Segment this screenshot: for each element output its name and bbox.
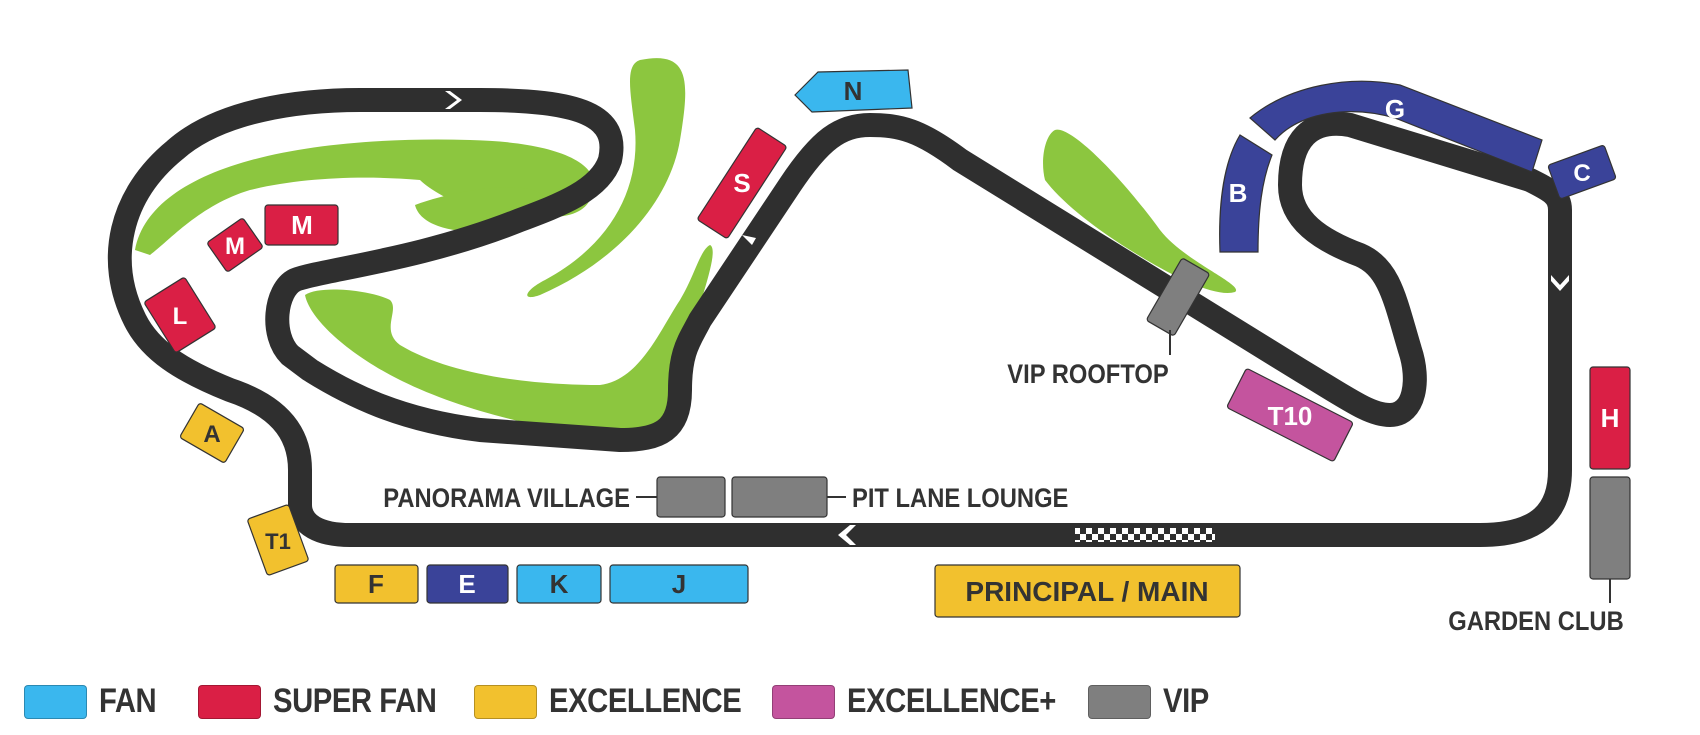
legend-label: VIP <box>1163 682 1209 720</box>
stand-label: L <box>173 303 188 330</box>
stand-H[interactable]: H <box>1589 366 1631 470</box>
stand-N[interactable]: N <box>794 69 913 113</box>
grass-area-left-upper <box>135 139 595 255</box>
stand-J[interactable]: J <box>609 564 749 604</box>
stand-S[interactable]: S <box>697 127 787 239</box>
direction-chevron-top <box>445 91 462 109</box>
stand-principal-main[interactable]: PRINCIPAL / MAIN <box>934 564 1241 618</box>
legend-swatch <box>1088 684 1151 719</box>
legend-item-excellence: EXCELLENCE <box>474 682 773 721</box>
track-direction-markers <box>445 91 1569 545</box>
pit-lane-lounge-label: PIT LANE LOUNGE <box>852 484 1068 514</box>
stand-K[interactable]: K <box>516 564 602 604</box>
stand-label: H <box>1601 403 1620 433</box>
race-track <box>107 88 1572 547</box>
legend: FAN SUPER FAN EXCELLENCE EXCELLENCE+ VIP <box>0 682 1700 722</box>
stand-A[interactable]: A <box>179 403 245 464</box>
stand-label: J <box>672 569 686 599</box>
stand-L[interactable]: L <box>144 277 217 353</box>
stand-M-small[interactable]: M <box>207 218 264 273</box>
garden-club-label: GARDEN CLUB <box>1448 607 1623 637</box>
stand-label: A <box>203 421 220 448</box>
stand-label: G <box>1385 94 1405 124</box>
stand-M-large[interactable]: M <box>264 204 339 246</box>
start-finish-line <box>1075 528 1215 542</box>
grass-area-tall <box>527 58 686 298</box>
stand-label: M <box>291 210 313 240</box>
stand-F[interactable]: F <box>334 564 419 604</box>
stand-label: B <box>1229 178 1248 208</box>
stand-T10[interactable]: T10 <box>1225 368 1354 464</box>
panorama-village-label: PANORAMA VILLAGE <box>383 484 630 514</box>
circuit-map: N S M M L A T1 F E K J PRINCIPAL / <box>107 58 1631 637</box>
legend-item-super-fan: SUPER FAN <box>198 682 463 721</box>
stand-label: E <box>458 569 475 599</box>
stand-E[interactable]: E <box>426 564 509 604</box>
stand-label: T10 <box>1268 401 1313 431</box>
legend-label: EXCELLENCE <box>549 682 742 720</box>
stand-T1[interactable]: T1 <box>247 504 309 576</box>
legend-label: EXCELLENCE+ <box>847 682 1056 720</box>
stand-label: K <box>550 569 569 599</box>
legend-swatch <box>24 684 87 719</box>
stand-label: M <box>225 233 245 260</box>
legend-item-vip: VIP <box>1088 682 1216 721</box>
legend-swatch <box>772 684 835 719</box>
legend-swatch <box>474 684 537 719</box>
stand-G[interactable]: G <box>1249 80 1543 173</box>
stand-B[interactable]: B <box>1219 134 1273 253</box>
panorama-village[interactable]: PANORAMA VILLAGE <box>383 476 726 518</box>
grass-area-back-straight <box>1043 129 1237 293</box>
garden-club[interactable]: GARDEN CLUB <box>1448 476 1631 637</box>
pit-lane-lounge[interactable]: PIT LANE LOUNGE <box>731 476 1068 518</box>
vip-rooftop-label: VIP ROOFTOP <box>1007 360 1168 390</box>
grass-area-lower <box>305 245 713 434</box>
legend-label: FAN <box>99 682 157 720</box>
legend-item-excellence-plus: EXCELLENCE+ <box>772 682 1090 721</box>
stand-label: N <box>844 76 863 106</box>
stand-label: S <box>733 168 750 198</box>
direction-chevron-s <box>742 235 756 245</box>
stand-label: T1 <box>265 529 291 554</box>
stand-C[interactable]: C <box>1547 145 1617 199</box>
stand-label: F <box>368 569 384 599</box>
direction-chevron-right <box>1551 275 1569 291</box>
legend-label: SUPER FAN <box>273 682 437 720</box>
stand-label: C <box>1573 160 1590 187</box>
vip-rooftop[interactable]: VIP ROOFTOP <box>1007 258 1210 390</box>
direction-chevron-main <box>838 525 856 545</box>
legend-swatch <box>198 684 261 719</box>
stand-label: PRINCIPAL / MAIN <box>965 576 1208 607</box>
legend-item-fan: FAN <box>24 682 166 721</box>
